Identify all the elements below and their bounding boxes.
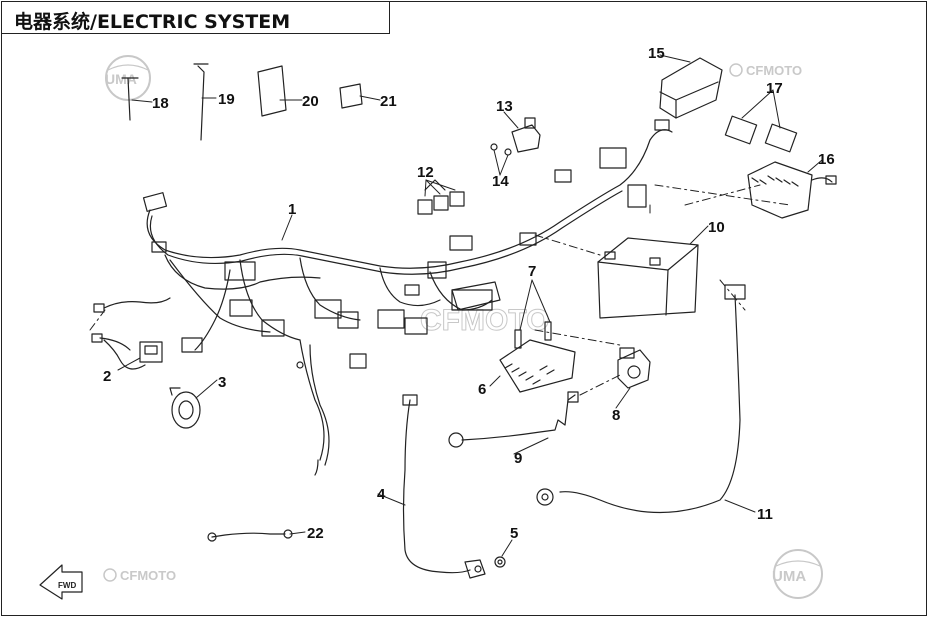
callout-11: 11 bbox=[757, 506, 773, 523]
cfmoto-logo-top: CFMOTO bbox=[729, 63, 802, 78]
callout-10: 10 bbox=[708, 219, 725, 236]
leader-lines bbox=[117, 54, 823, 557]
part-4-ground-cable bbox=[402, 394, 486, 579]
uma-logo-bottom: UMA bbox=[772, 549, 823, 599]
part-8-starter-relay bbox=[617, 347, 651, 389]
callout-8: 8 bbox=[612, 407, 620, 424]
title-box: 电器系统/ELECTRIC SYSTEM bbox=[1, 1, 390, 34]
callout-12: 12 bbox=[417, 164, 434, 181]
part-16-rectifier bbox=[747, 161, 837, 219]
uma-logo-text-2: UMA bbox=[772, 568, 806, 585]
callout-7: 7 bbox=[528, 263, 536, 280]
callout-3: 3 bbox=[218, 374, 226, 391]
callout-labels: 1 2 3 4 5 6 7 8 9 10 11 12 13 14 15 17 1… bbox=[103, 45, 835, 542]
main-wiring-harness bbox=[91, 119, 673, 476]
fwd-arrow-icon: FWD bbox=[39, 564, 83, 600]
part-20-label bbox=[257, 65, 287, 117]
part-17-blocks bbox=[724, 115, 798, 153]
callout-5: 5 bbox=[510, 525, 518, 542]
callout-17: 16 bbox=[818, 151, 835, 168]
callout-9: 9 bbox=[514, 450, 522, 467]
part-22-cable bbox=[207, 529, 293, 542]
page-title: 电器系统/ELECTRIC SYSTEM bbox=[14, 11, 291, 33]
part-2-sensor bbox=[103, 339, 163, 370]
callout-4: 4 bbox=[377, 486, 386, 503]
callout-16: 17 bbox=[766, 80, 783, 97]
reference-lines bbox=[89, 184, 791, 396]
callout-2: 2 bbox=[103, 368, 111, 385]
part-15-ecu bbox=[659, 57, 723, 119]
part-6-regulator bbox=[499, 321, 576, 393]
part-13-sensor bbox=[511, 117, 541, 153]
callout-6: 6 bbox=[478, 381, 486, 398]
callout-14: 14 bbox=[492, 173, 509, 190]
callout-19: 19 bbox=[218, 91, 235, 108]
cfmoto-logo-bottom: CFMOTO bbox=[103, 568, 176, 583]
part-11-battery-cable bbox=[536, 284, 746, 514]
uma-logo-text: UMA bbox=[105, 71, 137, 87]
part-21-label bbox=[339, 83, 363, 109]
callout-13: 13 bbox=[496, 98, 513, 115]
part-10-battery bbox=[597, 237, 699, 319]
callout-20: 20 bbox=[302, 93, 319, 110]
uma-logo-top: UMA bbox=[105, 55, 151, 101]
cfmoto-text-center: CFMOTO bbox=[420, 304, 549, 337]
part-9-cable bbox=[448, 391, 579, 448]
cfmoto-text-top: CFMOTO bbox=[746, 63, 802, 78]
cfmoto-text-bottom: CFMOTO bbox=[120, 568, 176, 583]
callout-21: 21 bbox=[380, 93, 397, 110]
callout-22: 22 bbox=[307, 525, 324, 542]
part-5-nut bbox=[494, 556, 506, 568]
part-12-relays bbox=[417, 179, 465, 215]
callout-1: 1 bbox=[288, 201, 296, 218]
callout-15: 15 bbox=[648, 45, 665, 62]
part-3-horn bbox=[169, 387, 201, 429]
callout-18: 18 bbox=[152, 95, 169, 112]
part-18-strap bbox=[121, 77, 139, 121]
fwd-text: FWD bbox=[58, 581, 76, 590]
cfmoto-logo-center: CFMOTO bbox=[420, 304, 550, 338]
part-19-cable-tie bbox=[193, 63, 209, 141]
